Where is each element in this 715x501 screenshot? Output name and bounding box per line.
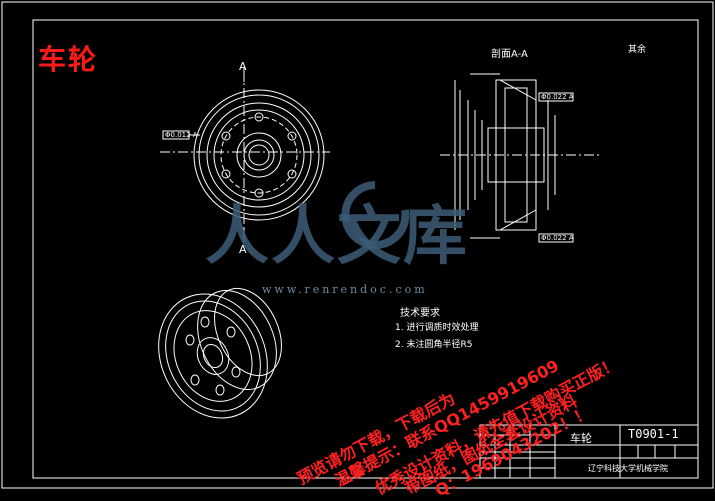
title-block-part-name: 车轮: [570, 432, 592, 445]
outer-frame: [1, 1, 714, 489]
drawing-canvas: [1, 1, 714, 489]
front-view: [160, 68, 330, 242]
title-block-school: 辽宁科技大学机械学院: [588, 464, 668, 473]
isometric-view: [158, 287, 282, 419]
section-tolerance-bottom: Φ0.022 A: [541, 234, 574, 242]
roughness-label: 其余: [628, 45, 647, 55]
section-view: [440, 73, 600, 243]
section-tolerance-top: Φ0.022 A: [541, 93, 574, 101]
section-mark-top: A: [239, 60, 247, 73]
inner-frame: [32, 19, 699, 479]
title-block: [479, 424, 699, 479]
section-label: 剖面A-A: [491, 49, 528, 60]
drawing-title: 车轮: [38, 43, 99, 76]
tech-requirement-2: 2. 未注圆角半径R5: [395, 340, 473, 350]
title-block-drawing-code: T0901-1: [628, 427, 679, 441]
tech-requirements-title: 技术要求: [400, 308, 440, 319]
front-tolerance: Φ0.012 A: [165, 131, 198, 139]
section-mark-bottom: A: [239, 243, 247, 256]
watermark-logo-text: 人人文库: [205, 200, 469, 274]
watermark-url: www.renrendoc.com: [262, 283, 428, 296]
watermark-logo-circle: [341, 181, 410, 249]
tech-requirement-1: 1. 进行调质时效处理: [395, 323, 479, 333]
